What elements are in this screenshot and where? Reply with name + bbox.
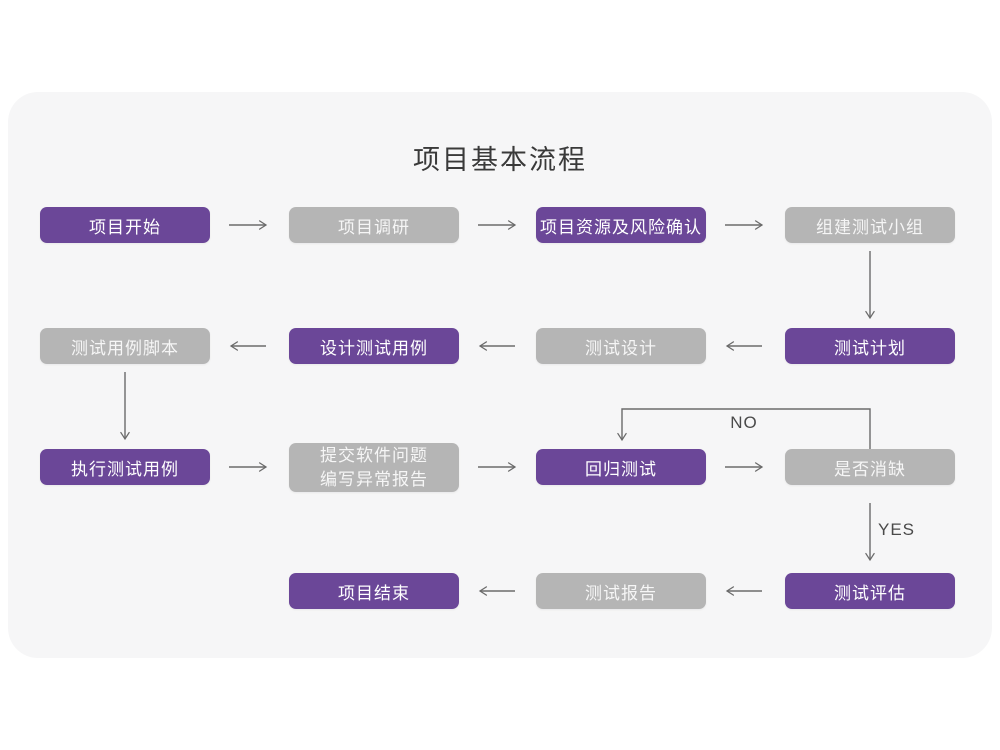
flow-node-defect-cleared: 是否消缺 <box>785 449 955 485</box>
flow-node-execute-test-cases: 执行测试用例 <box>40 449 210 485</box>
issue-report-line1: 提交软件问题 <box>320 445 428 465</box>
flow-node-test-plan: 测试计划 <box>785 328 955 364</box>
flow-node-test-report: 测试报告 <box>536 573 706 609</box>
flow-node-resources-risk: 项目资源及风险确认 <box>536 207 706 243</box>
page-title: 项目基本流程 <box>413 145 587 175</box>
flow-node-test-evaluation: 测试评估 <box>785 573 955 609</box>
flow-node-build-test-team: 组建测试小组 <box>785 207 955 243</box>
flowchart-card <box>8 92 992 658</box>
flow-node-project-start: 项目开始 <box>40 207 210 243</box>
flow-node-test-case-scripts: 测试用例脚本 <box>40 328 210 364</box>
branch-label-no: NO <box>730 413 758 432</box>
flow-node-regression-test: 回归测试 <box>536 449 706 485</box>
flow-node-test-design: 测试设计 <box>536 328 706 364</box>
flow-node-submit-issue-report: 提交软件问题 编写异常报告 <box>289 443 459 492</box>
issue-report-line2: 编写异常报告 <box>320 469 428 489</box>
flow-node-design-test-cases: 设计测试用例 <box>289 328 459 364</box>
branch-label-yes: YES <box>878 520 916 539</box>
flow-node-project-research: 项目调研 <box>289 207 459 243</box>
flow-node-project-end: 项目结束 <box>289 573 459 609</box>
